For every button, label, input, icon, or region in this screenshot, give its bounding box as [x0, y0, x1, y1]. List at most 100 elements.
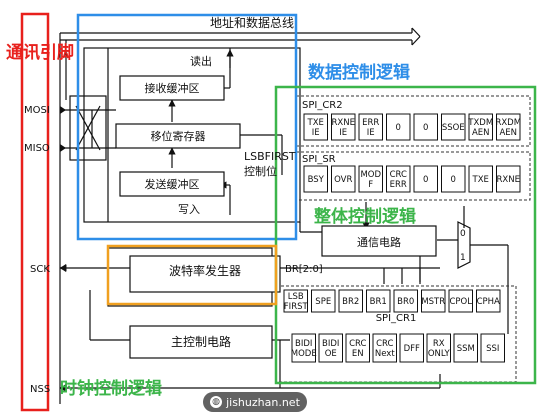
- mux-outline: [457, 221, 471, 269]
- sr-cell: [303, 165, 328, 193]
- cr2-cell: [358, 113, 383, 141]
- sr-cell: [413, 165, 438, 193]
- ctrl-bit-label: 控制位: [244, 164, 277, 178]
- cr1-bottom-cell: [372, 333, 397, 363]
- cr1-top-cell: [476, 289, 501, 313]
- data-control-frame: [76, 13, 298, 241]
- cr2-cell: [386, 113, 411, 141]
- cr1-bottom-cell: [345, 333, 370, 363]
- comm-circuit-label: 通信电路: [357, 236, 401, 249]
- pin-sck-label: SCK: [30, 264, 50, 275]
- sr-cell: [441, 165, 466, 193]
- comm-pins-frame: [20, 12, 50, 412]
- cr1-top-cell: [421, 289, 446, 313]
- cr2-cell: [303, 113, 328, 141]
- watermark-logo-icon: ◍: [210, 396, 223, 408]
- master-ctrl-box: [129, 325, 273, 359]
- cr2-bit-label: 0: [423, 123, 428, 133]
- shift-register-box: [115, 123, 241, 149]
- cr1-bottom-cell: [426, 333, 451, 363]
- sr-cell: [358, 165, 383, 193]
- cr1-top-cell: [283, 289, 308, 313]
- sr-cell: [468, 165, 493, 193]
- data-control-annotation: 数据控制逻辑: [308, 62, 410, 83]
- cr1-top-cell: [311, 289, 336, 313]
- read-out-label: 读出: [190, 54, 212, 68]
- sr-bit-label: TXE: [472, 175, 489, 185]
- watermark-badge: ◍ jishuzhan.net: [203, 392, 307, 412]
- cr1-top-cell: [338, 289, 363, 313]
- rx-buffer-box: [119, 75, 225, 101]
- watermark-text: jishuzhan.net: [226, 395, 300, 409]
- sr-cell: [386, 165, 411, 193]
- cr1-top-cell: [393, 289, 418, 313]
- cr1-bottom-cell: [318, 333, 343, 363]
- mux-top-label: 0: [460, 229, 466, 239]
- clock-control-annotation: 时钟控制逻辑: [60, 378, 162, 399]
- cr1-top-bit-label: MSTR: [421, 297, 445, 307]
- cr1-bottom-cell: [399, 333, 424, 363]
- baud-gen-box: [129, 255, 281, 293]
- comm-pins-annotation: 通讯引脚: [6, 42, 74, 63]
- cr2-bit-label: SSOE: [442, 123, 465, 133]
- master-ctrl-label: 主控制电路: [171, 334, 231, 349]
- cr1-bottom-cell: [291, 333, 316, 363]
- sr-bit-label: 0: [451, 175, 456, 185]
- cr1-bottom-cell: [453, 333, 478, 363]
- clock-control-frame: [106, 244, 278, 306]
- cr2-name: SPI_CR2: [302, 100, 343, 111]
- wiring: [59, 27, 509, 404]
- mosi-marker: [60, 106, 66, 114]
- cr2-cell: [441, 113, 466, 141]
- cr1-top-cell: [448, 289, 473, 313]
- mux-bottom-label: 1: [460, 253, 466, 263]
- sr-bit-label: RXNE: [497, 175, 520, 185]
- sr-cell: [331, 165, 356, 193]
- comm-circuit-box: [321, 225, 437, 257]
- pin-nss-label: NSS: [30, 384, 50, 395]
- tx-buffer-box: [119, 171, 225, 197]
- rx-buffer-label: 接收缓冲区: [145, 81, 200, 95]
- cr1-name: SPI_CR1: [376, 313, 417, 324]
- cr1-top-bit-label: BR2: [342, 297, 359, 307]
- sr-bit-label: 0: [423, 175, 428, 185]
- cr1-top-bit-label: BR0: [397, 297, 414, 307]
- cr2-cell: [331, 113, 356, 141]
- overall-control-frame: [274, 85, 537, 385]
- pin-switch-box: [69, 95, 107, 161]
- cr1-top-bit-label: CPHA: [477, 297, 500, 307]
- overall-control-annotation: 整体控制逻辑: [314, 206, 416, 227]
- cr1-bottom-bit-label: DFF: [404, 344, 420, 354]
- cr2-cell: [413, 113, 438, 141]
- sr-bit-label: BSY: [308, 175, 325, 185]
- cr2-bit-label: 0: [396, 123, 401, 133]
- shift-register-label: 移位寄存器: [151, 129, 206, 143]
- sr-name: SPI_SR: [302, 154, 336, 165]
- miso-marker: [60, 144, 66, 152]
- cr1-top-cell: [366, 289, 391, 313]
- baud-gen-label: 波特率发生器: [169, 263, 241, 278]
- cr2-cell: [468, 113, 493, 141]
- sr-cell: [496, 165, 521, 193]
- cr1-top-bit-label: CPOL: [450, 297, 473, 307]
- bus-label: 地址和数据总线: [210, 15, 294, 30]
- lsbfirst-label: LSBFIRST: [244, 150, 296, 163]
- br-label: BR[2:0]: [285, 264, 323, 275]
- tx-buffer-label: 发送缓冲区: [145, 177, 200, 191]
